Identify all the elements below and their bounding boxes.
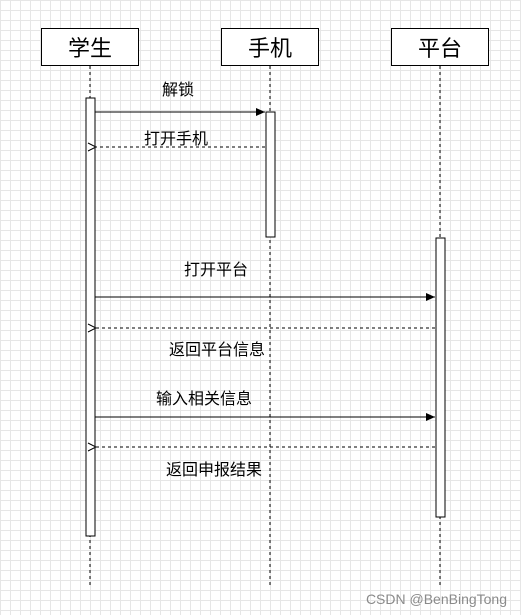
activation-student <box>85 97 96 537</box>
message-label-open-phone: 打开手机 <box>144 129 209 148</box>
message-label-platform-info: 返回平台信息 <box>169 340 266 359</box>
message-label-open-platform: 打开平台 <box>184 260 249 279</box>
activation-phone <box>265 111 276 238</box>
activation-platform <box>435 237 446 518</box>
lifeline-header-platform: 平台 <box>391 28 489 66</box>
message-label-report-result: 返回申报结果 <box>166 460 263 479</box>
lifeline-label-platform: 平台 <box>417 37 462 62</box>
lifeline-header-student: 学生 <box>41 28 139 66</box>
lifeline-label-student: 学生 <box>67 37 112 62</box>
lifeline-label-phone: 手机 <box>247 37 292 62</box>
message-label-input-info: 输入相关信息 <box>156 389 253 408</box>
lifeline-header-phone: 手机 <box>221 28 319 66</box>
watermark: CSDN @BenBingTong <box>365 591 507 607</box>
message-label-unlock: 解锁 <box>162 80 195 99</box>
